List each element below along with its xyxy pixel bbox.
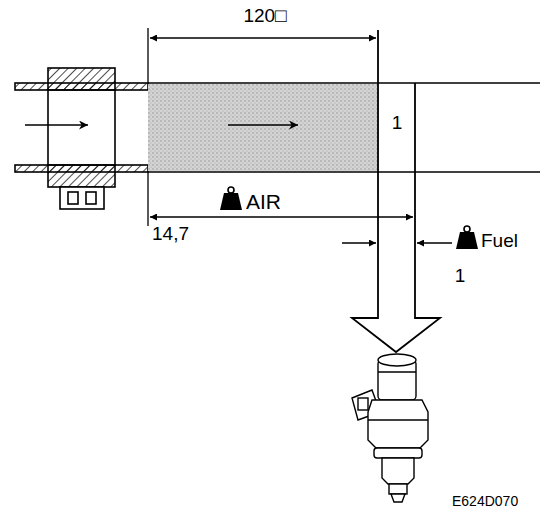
fuel-label: Fuel: [481, 231, 518, 252]
air-mass-meter: [15, 68, 148, 209]
dimension-label: 120□: [243, 6, 286, 27]
weight-icons: [220, 187, 478, 249]
ratio-number: 1: [392, 113, 403, 134]
injector: [352, 354, 428, 502]
figure-code: E624D070: [452, 494, 518, 509]
dimension-lines: [148, 28, 452, 243]
ratio-number: 14,7: [152, 224, 189, 245]
fuel-arrow: [352, 30, 440, 352]
ratio-number: 1: [455, 266, 466, 287]
intake-tube: [148, 83, 540, 172]
air-label: AIR: [246, 190, 281, 213]
